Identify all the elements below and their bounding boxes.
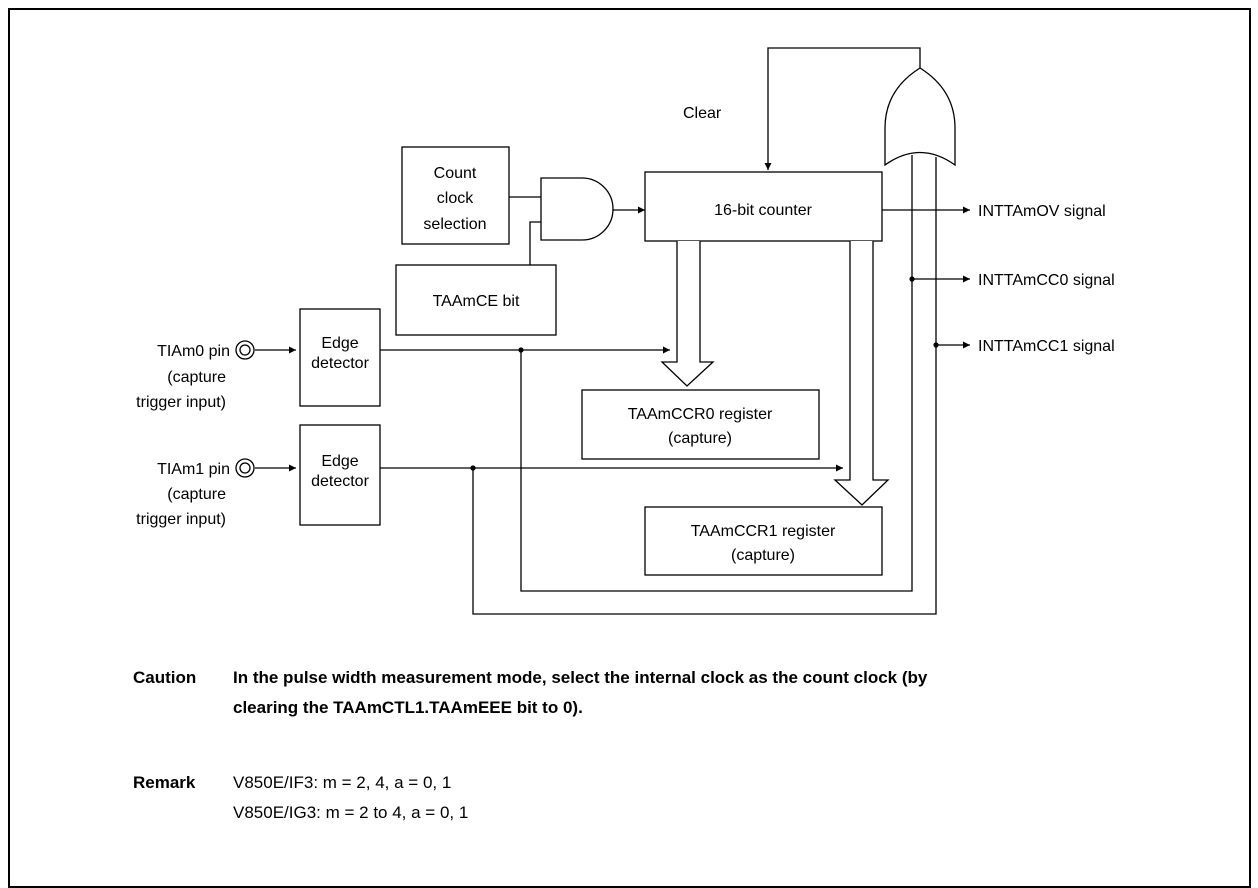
- ccr1-register-box: [644, 506, 883, 576]
- block-diagram: Clear Count clock selection 16-bit count…: [136, 47, 1115, 615]
- edge-detector-1-box: [299, 424, 381, 526]
- or-gate: [884, 67, 956, 167]
- pin1-label-1: TIAm1 pin: [157, 461, 230, 478]
- edge-detector-0-box: [299, 308, 381, 407]
- remark-line: V850E/IG3: m = 2 to 4, a = 0, 1: [233, 803, 469, 822]
- edge-detector-1-label-1: Edge: [321, 453, 358, 470]
- junction-dot: [518, 347, 524, 353]
- ov-signal-label: INTTAmOV signal: [978, 203, 1106, 220]
- counter-to-ccr1-bus: [833, 241, 890, 506]
- caution-line: In the pulse width measurement mode, sel…: [233, 668, 928, 687]
- counter-label: 16-bit counter: [714, 202, 813, 219]
- edge0-to-or-wire: [520, 155, 913, 592]
- edge1-to-or-wire: [472, 157, 937, 615]
- caution-text: In the pulse width measurement mode, sel…: [233, 663, 927, 723]
- ce-to-and-wire: [529, 221, 541, 265]
- pin0-label-2: (capture: [167, 369, 226, 386]
- pin1-symbol-inner: [239, 462, 251, 474]
- count-clock-selection-label-1: Count: [434, 165, 477, 182]
- count-clock-selection-box: [401, 146, 510, 245]
- and-gate: [540, 177, 614, 241]
- count-clock-selection-label-3: selection: [423, 216, 486, 233]
- ccr1-register-label-2: (capture): [731, 547, 795, 564]
- remark-line: V850E/IF3: m = 2, 4, a = 0, 1: [233, 773, 452, 792]
- ccr0-register-label-1: TAAmCCR0 register: [628, 406, 773, 423]
- ce-bit-box: [395, 264, 557, 336]
- caution-line: clearing the TAAmCTL1.TAAmEEE bit to 0).: [233, 698, 583, 717]
- count-clock-selection-label-2: clock: [437, 190, 474, 207]
- junction-dot: [470, 465, 476, 471]
- caution-label: Caution: [133, 668, 197, 687]
- clear-label: Clear: [683, 105, 722, 122]
- pin1-label-3: trigger input): [136, 511, 226, 528]
- pin0-symbol-inner: [239, 344, 251, 356]
- edge-detector-0-label-2: detector: [311, 355, 369, 372]
- pin1-label-2: (capture: [167, 486, 226, 503]
- junction-dot: [933, 342, 939, 348]
- ccr1-register-label-1: TAAmCCR1 register: [691, 523, 836, 540]
- cc0-signal-label: INTTAmCC0 signal: [978, 272, 1115, 289]
- counter-to-ccr0-bus: [660, 241, 715, 387]
- ce-bit-label: TAAmCE bit: [433, 293, 520, 310]
- counter-box: [644, 171, 883, 242]
- edge-detector-1-label-2: detector: [311, 473, 369, 490]
- ccr0-register-label-2: (capture): [668, 430, 732, 447]
- ccr0-register-box: [581, 389, 820, 460]
- junction-dot: [909, 276, 915, 282]
- remark-text: V850E/IF3: m = 2, 4, a = 0, 1 V850E/IG3:…: [233, 768, 468, 828]
- remark-label: Remark: [133, 773, 196, 792]
- edge-detector-0-label-1: Edge: [321, 335, 358, 352]
- clear-feedback-wire: [764, 47, 921, 170]
- pin0-label-1: TIAm0 pin: [157, 343, 230, 360]
- cc1-signal-label: INTTAmCC1 signal: [978, 338, 1115, 355]
- pin0-label-3: trigger input): [136, 394, 226, 411]
